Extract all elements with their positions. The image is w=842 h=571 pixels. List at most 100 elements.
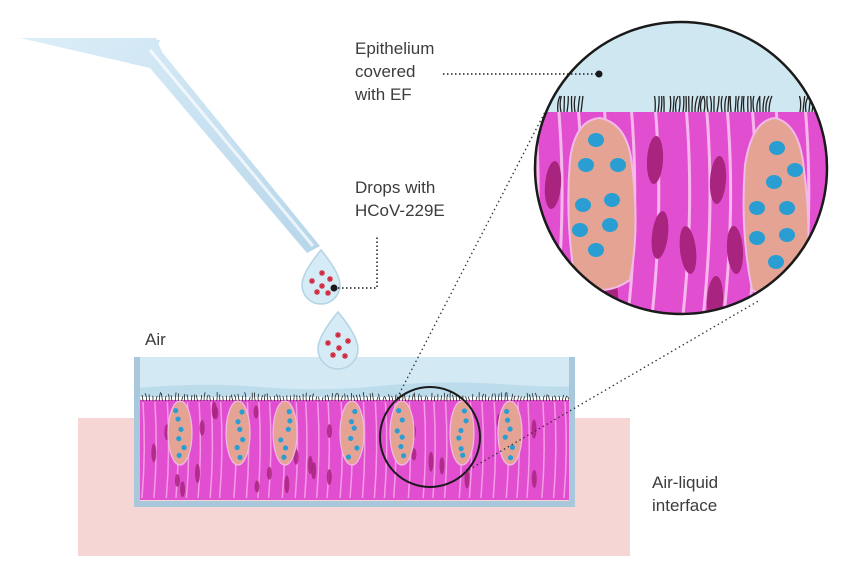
virus-particle (314, 289, 320, 295)
cilia (138, 391, 570, 402)
zoom-lines (394, 109, 761, 473)
nucleus (307, 455, 313, 474)
mucus-droplet (240, 437, 246, 443)
zoom-nucleus (726, 226, 744, 274)
fluid-surface (137, 382, 572, 397)
zoom-mucus-droplet (604, 193, 620, 207)
goblet-cell (339, 400, 365, 466)
mucus-droplet (348, 435, 354, 442)
virus-particle (325, 340, 331, 346)
zoom-mucus-droplet (768, 255, 784, 269)
virus-particle (325, 290, 331, 296)
zoom-nucleus (544, 161, 562, 209)
mucus-droplet (458, 446, 464, 452)
zoom-mucus-droplet (588, 243, 604, 257)
mucus-droplet (287, 418, 293, 424)
zoom-nucleus (646, 136, 664, 184)
virus-particle (319, 270, 325, 276)
zoom-view (533, 20, 829, 316)
mucus-droplet (351, 425, 357, 431)
mucus-droplet (237, 454, 243, 460)
mucus-droplet (278, 437, 284, 443)
mucus-droplet (173, 407, 179, 414)
mucus-droplet (234, 444, 240, 451)
mucus-droplet (348, 419, 355, 425)
zoom-circle-border (533, 20, 829, 316)
magnifier-circle (379, 386, 481, 488)
nucleus (531, 419, 537, 439)
virus-drop-upper (301, 248, 341, 305)
drops-connector (330, 236, 378, 292)
mucus-droplet (235, 419, 241, 425)
virus-particles (309, 270, 351, 359)
zoom-cilia (557, 95, 823, 113)
zoom-mucus-droplet (787, 163, 803, 177)
pipette (20, 38, 320, 253)
mucus-droplet (281, 454, 287, 460)
virus-particle (345, 338, 351, 344)
goblet-cell (389, 400, 415, 466)
mucus-droplet (396, 408, 402, 414)
mucus-droplet (398, 443, 404, 450)
nucleus (266, 466, 272, 480)
goblet-cell (225, 400, 251, 466)
zoom-mucus-droplet (602, 218, 618, 232)
nucleus (464, 468, 470, 489)
mucus-droplet (399, 434, 405, 440)
zoom-mucus-droplets (572, 133, 803, 269)
mucus-droplet (181, 444, 187, 451)
nucleus (211, 401, 217, 419)
mucus-droplet (504, 408, 510, 415)
zoom-mucus-droplet (769, 141, 785, 155)
virus-particle (342, 353, 348, 359)
zoom-mucus-droplet (779, 201, 795, 215)
mucus-droplet (461, 408, 467, 414)
mucus-droplet (458, 427, 464, 434)
epithelium-connector (443, 70, 603, 78)
goblet-cell (272, 400, 298, 466)
mucus-droplet (394, 428, 400, 434)
mucus-droplet (237, 426, 243, 432)
culture-well (134, 357, 575, 507)
zoom-mucus-droplet (766, 175, 782, 189)
zoom-mucus-droplet (578, 158, 594, 172)
nucleus (411, 448, 417, 461)
mucus-droplet (354, 445, 360, 451)
mucus-droplet (176, 436, 182, 442)
zoom-mucus-droplet (588, 133, 604, 147)
mucus-droplet (460, 452, 466, 458)
zoom-mucus-droplet (575, 198, 591, 212)
nucleus (428, 451, 434, 472)
mucus-droplet (345, 454, 352, 460)
mucus-droplet (463, 418, 469, 424)
mucus-droplet (286, 409, 292, 415)
mucus-droplet (504, 417, 511, 423)
nucleus (284, 475, 290, 494)
goblet-cell (449, 400, 475, 466)
well-wall (134, 357, 575, 507)
label-air: Air (145, 330, 166, 349)
mucus-droplet (400, 453, 407, 459)
virus-particle (309, 278, 315, 284)
nucleus (253, 405, 259, 419)
virus-drop-lower (317, 310, 359, 370)
mucus-droplet (178, 426, 184, 432)
zoom-nucleus (679, 226, 697, 274)
zoom-mucus-droplet (610, 158, 626, 172)
virus-particle (335, 332, 341, 338)
nucleus (439, 457, 445, 475)
label-epithelium: Epithelium covered with EF (355, 39, 435, 104)
virus-particle (327, 276, 333, 282)
mucus-droplet (175, 416, 181, 422)
zoom-mucus-droplet (572, 223, 588, 237)
mucus-droplet (507, 426, 513, 432)
mucus-droplet (352, 408, 358, 415)
zoom-nucleus (709, 156, 727, 204)
mucus-droplet (282, 445, 289, 451)
nucleus (199, 420, 205, 436)
nucleus (531, 469, 537, 488)
mucus-droplet (176, 452, 182, 458)
nucleus (174, 474, 180, 487)
label-drops: Drops with HCoV-229E (355, 178, 445, 220)
virus-particle (336, 345, 342, 351)
